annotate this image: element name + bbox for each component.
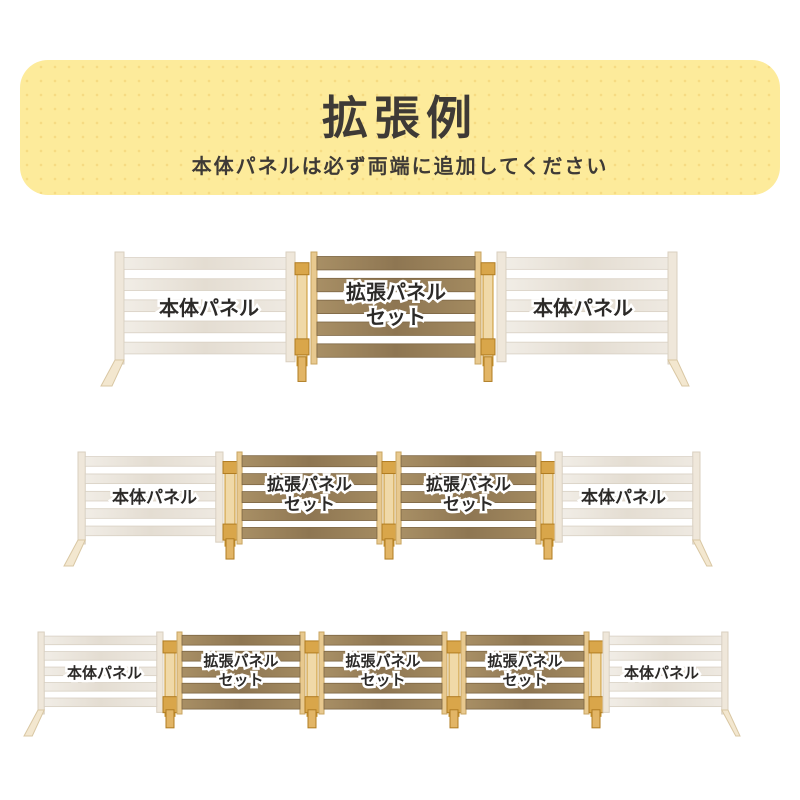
- joint-connector: [480, 262, 496, 382]
- extension-panel: [310, 251, 482, 365]
- main-panel-label: 本体パネル: [503, 293, 663, 322]
- extension-panel-label: 拡張パネルセット: [316, 278, 476, 331]
- main-panel-label: 本体パネル: [25, 661, 185, 684]
- joint-connector: [294, 262, 310, 382]
- main-panel-label: 本体パネル: [75, 485, 235, 510]
- extension-panel: [236, 451, 383, 545]
- main-label-text: 本体パネル: [531, 293, 636, 322]
- extension-panel-label: 拡張パネルセット: [161, 650, 321, 691]
- main-label-text: 本体パネル: [621, 661, 701, 684]
- main-panel: [23, 631, 164, 737]
- extension-label-line1: 拡張パネル: [424, 472, 514, 497]
- main-panel: [63, 451, 224, 567]
- extension-panel-label: 拡張パネルセット: [445, 650, 605, 691]
- main-panel-label: 本体パネル: [129, 293, 289, 322]
- main-panel: [100, 251, 296, 387]
- extension-label-line1: 拡張パネル: [344, 278, 449, 307]
- main-panel: [496, 251, 690, 387]
- main-panel: [602, 631, 741, 737]
- joint-connector: [304, 640, 320, 729]
- extension-label-line2: セット: [358, 668, 408, 691]
- extension-label-line1: 拡張パネル: [485, 650, 565, 673]
- example-three-extensions: 本体パネル拡張パネルセット拡張パネルセット拡張パネルセット本体パネル: [0, 620, 800, 740]
- main-panel-label: 本体パネル: [582, 661, 742, 684]
- main-label-text: 本体パネル: [157, 293, 262, 322]
- joint-connector: [540, 461, 556, 560]
- extension-label-line2: セット: [282, 493, 338, 518]
- extension-label-line2: セット: [216, 668, 266, 691]
- example-two-extensions: 本体パネル拡張パネルセット拡張パネルセット本体パネル: [0, 440, 800, 580]
- extension-panel: [176, 631, 306, 715]
- header-banner: 拡張例 本体パネルは必ず両端に追加してください: [20, 60, 780, 195]
- page-title: 拡張例: [322, 91, 478, 145]
- extension-label-line1: 拡張パネル: [343, 650, 423, 673]
- page-subtitle: 本体パネルは必ず両端に追加してください: [191, 154, 609, 178]
- joint-connector: [222, 461, 238, 560]
- extension-label-line1: 拡張パネル: [201, 650, 281, 673]
- extension-label-line1: 拡張パネル: [265, 472, 355, 497]
- main-label-text: 本体パネル: [110, 485, 200, 510]
- example-one-extension: 本体パネル 拡張パネルセット 本体パネル: [0, 240, 800, 400]
- extension-label-line2: セット: [364, 302, 429, 331]
- extension-panel-label: 拡張パネルセット: [389, 472, 549, 518]
- main-panel-label: 本体パネル: [544, 485, 704, 510]
- extension-panel: [318, 631, 448, 715]
- extension-panel: [460, 631, 590, 715]
- extension-panel-label: 拡張パネルセット: [303, 650, 463, 691]
- extension-label-line2: セット: [441, 493, 497, 518]
- extension-panel: [395, 451, 542, 545]
- extension-label-line2: セット: [500, 668, 550, 691]
- joint-connector: [381, 461, 397, 560]
- main-panel: [554, 451, 713, 567]
- main-label-text: 本体パネル: [64, 661, 144, 684]
- extension-panel-label: 拡張パネルセット: [230, 472, 390, 518]
- main-label-text: 本体パネル: [579, 485, 669, 510]
- joint-connector: [446, 640, 462, 729]
